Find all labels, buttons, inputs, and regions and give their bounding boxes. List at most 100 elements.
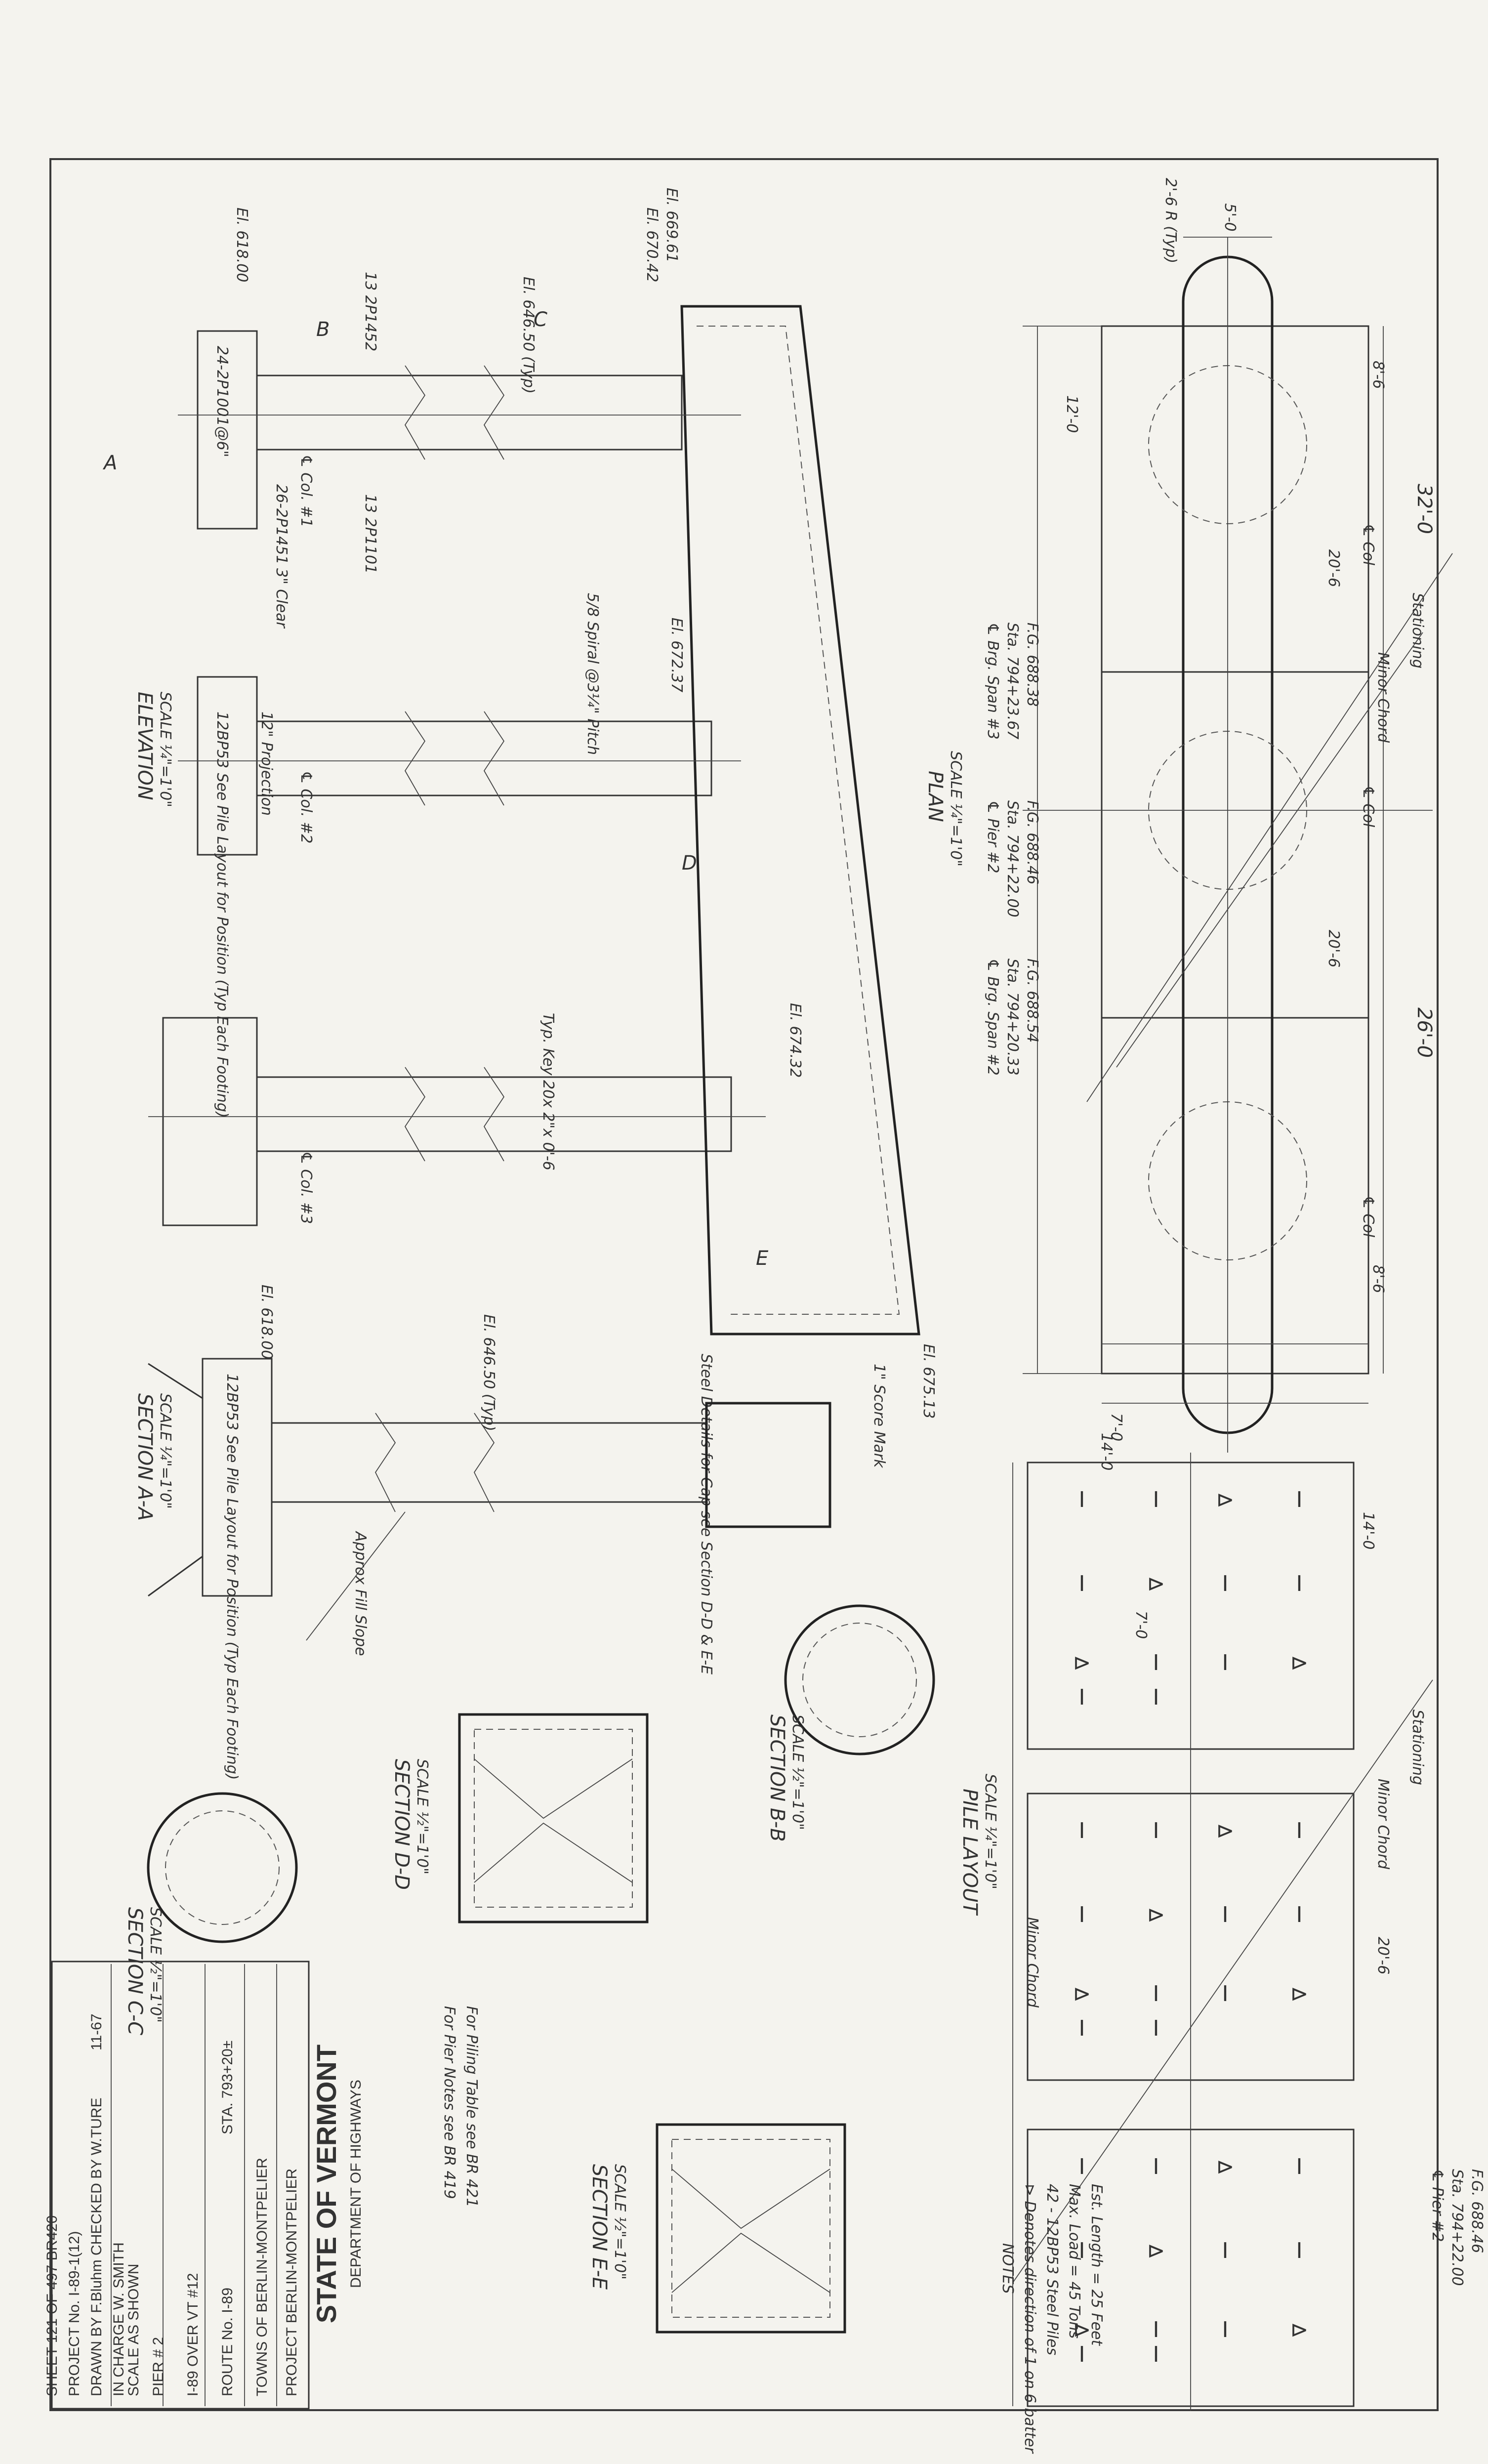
- pile-marker: I: [1153, 2016, 1159, 2041]
- section-aa: 12BP53 See Pile Layout for Position (Typ…: [133, 1285, 831, 1780]
- pile-marker: ⊳: [1290, 2317, 1309, 2342]
- pile-marker: ⊳: [1147, 1902, 1165, 1927]
- pile-marker: I: [1079, 2342, 1085, 2367]
- elev-score-mark: 1" Score Mark: [870, 1364, 888, 1468]
- section-aa-el-646: El. 646.50 (Typ): [480, 1314, 497, 1431]
- date: 11-67: [88, 2013, 105, 2050]
- station: STA. 793+20±: [219, 2041, 236, 2134]
- elev-el-618: El. 618.00: [233, 208, 250, 282]
- section-cc-circle: [147, 1792, 298, 1943]
- pile-marker: I: [1296, 2238, 1303, 2263]
- plan-radius: 2'-6 R (Typ): [1162, 178, 1179, 263]
- note-1: ⊳ Denotes direction of 1 on 6 batter: [1021, 2184, 1038, 2454]
- note-4: Est. Length = 25 Feet: [1088, 2184, 1105, 2346]
- pile-marker: I: [1079, 1902, 1085, 1927]
- section-dd-scale: SCALE ½"=1'0": [413, 1759, 431, 1875]
- brg-span3-sta: Sta. 794+23.67: [1004, 623, 1021, 740]
- elev-clear: 3" Clear: [273, 568, 290, 629]
- pile-marker: I: [1222, 2317, 1229, 2342]
- elev-bars-1452: 13 2P1452: [362, 272, 379, 351]
- plan-scale: SCALE ¼"=1'0": [947, 751, 964, 867]
- pile-dim-20-6: 20'-6: [1374, 1937, 1392, 1974]
- elev-bars-1001: 24-2P1001@6": [213, 346, 231, 457]
- notes-heading: NOTES: [999, 2243, 1016, 2294]
- plan-title: PLAN: [924, 771, 947, 822]
- plan-dim-20-6-b: 20'-6: [1325, 930, 1342, 967]
- pile-marker: I: [1296, 1902, 1303, 1927]
- brg-span2-sta: Sta. 794+20.33: [1004, 959, 1021, 1076]
- plan-stationing: Stationing: [1409, 593, 1426, 668]
- pile-pier2-sta: Sta. 794+22.00: [1448, 2169, 1466, 2286]
- section-dd-title: SECTION D-D: [390, 1759, 413, 1890]
- title-block: STATE OF VERMONT DEPARTMENT OF HIGHWAYS …: [44, 1961, 364, 2410]
- pile-marker: I: [1079, 1487, 1085, 1512]
- elev-column-3: [256, 1076, 732, 1152]
- pile-dim-7: 7'-0: [1132, 1611, 1150, 1639]
- pile-marker: ⊳: [1073, 1650, 1091, 1675]
- pile-marker: ⊳: [1147, 1571, 1165, 1596]
- plan-dim-12: 12'-0: [1063, 395, 1080, 433]
- plan-col-label-2: ℄ Col: [1360, 786, 1377, 828]
- section-aa-el-618: El. 618.00: [258, 1285, 275, 1359]
- note-3: Max. Load = 45 Tons: [1066, 2184, 1083, 2339]
- towns: TOWNS OF BERLIN-MONTPELIER: [254, 2158, 270, 2396]
- elev-bars-1451: 26-2P1451: [273, 484, 290, 565]
- pile-marker: I: [1153, 1650, 1159, 1675]
- pile-layout-scale: SCALE ¼"=1'0": [982, 1774, 999, 1889]
- plan-dim-8-6-b: 8'-6: [1369, 1265, 1387, 1293]
- pile-marker: I: [1153, 1685, 1159, 1710]
- elev-el-670: El. 670.42: [643, 208, 661, 282]
- reference-notes: For Pier Notes see BR 419 For Piling Tab…: [441, 2006, 480, 2207]
- plan-footing-1: [1101, 325, 1369, 673]
- elev-col3: ℄ Col. #3: [297, 1151, 315, 1224]
- elev-col2: ℄ Col. #2: [297, 771, 315, 843]
- project-name: PROJECT BERLIN-MONTPELIER: [284, 2169, 300, 2396]
- project-number: PROJECT No. I-89-1(12): [66, 2231, 83, 2396]
- plan-dim-26: 26'-0: [1413, 1007, 1436, 1058]
- pier2-fg: F.G. 688.46: [1024, 800, 1041, 884]
- pile-marker: ⊳: [1147, 2238, 1165, 2263]
- cut-mark-d: D: [682, 852, 697, 875]
- section-aa-cap: [705, 1402, 831, 1528]
- pile-marker: ⊳: [1073, 2317, 1091, 2342]
- pile-layout-title: PILE LAYOUT: [958, 1789, 981, 1916]
- cut-mark-b: B: [316, 318, 330, 341]
- elev-projection: 12" Projection: [258, 711, 275, 816]
- section-markers: A B C D E: [102, 308, 769, 1270]
- section-bb-scale: SCALE ½"=1'0": [789, 1714, 806, 1830]
- pile-marker: I: [1222, 1650, 1229, 1675]
- elev-piles-note: 12BP53 See Pile Layout for Position (Typ…: [213, 711, 231, 1118]
- section-ee: SECTION E-E SCALE ½"=1'0": [588, 2123, 846, 2334]
- drawn-checked: DRAWN BY F.Bluhm CHECKED BY W.TURE: [88, 2097, 105, 2396]
- pile-marker: I: [1079, 2154, 1085, 2179]
- pile-marker: I: [1222, 1981, 1229, 2006]
- pile-marker: I: [1153, 1487, 1159, 1512]
- sheet-number: SHEET 121 OF 497 BR420: [44, 2215, 60, 2396]
- section-ee-outline: [656, 2123, 846, 2334]
- plan-minor-chord: Minor Chord: [1374, 652, 1392, 743]
- section-cc-scale: SCALE ½"=1'0": [147, 1907, 164, 2023]
- structure-name: I-89 OVER VT #12: [185, 2273, 201, 2396]
- pile-marker: ⊳: [1216, 1487, 1235, 1512]
- section-bb-title: SECTION B-B: [766, 1714, 788, 1842]
- route-no: ROUTE No. I-89: [219, 2288, 236, 2396]
- pier2-sta: Sta. 794+22.00: [1004, 800, 1021, 918]
- pile-marker: I: [1222, 2238, 1229, 2263]
- pile-marker: I: [1222, 1902, 1229, 1927]
- cut-mark-e: E: [756, 1247, 769, 1270]
- elev-footing-3: [162, 1017, 258, 1226]
- pile-marker: ⊳: [1216, 2154, 1235, 2179]
- section-dd: SECTION D-D SCALE ½"=1'0": [390, 1713, 649, 1923]
- plan-dim-8-6: 8'-6: [1369, 361, 1387, 389]
- plan-footing-3: [1101, 1017, 1369, 1375]
- pile-marker: ⊳: [1290, 1981, 1309, 2006]
- pile-marker: I: [1079, 1818, 1085, 1843]
- pile-marker: I: [1296, 1487, 1303, 1512]
- pile-marker: ⊳: [1073, 1981, 1091, 2006]
- cut-mark-a: A: [102, 452, 117, 474]
- pile-pier2-label: ℄ Pier #2: [1429, 2169, 1446, 2242]
- pile-marker: I: [1079, 1685, 1085, 1710]
- pile-marker: I: [1153, 2342, 1159, 2367]
- ref-piling-table: For Piling Table see BR 421: [463, 2006, 480, 2207]
